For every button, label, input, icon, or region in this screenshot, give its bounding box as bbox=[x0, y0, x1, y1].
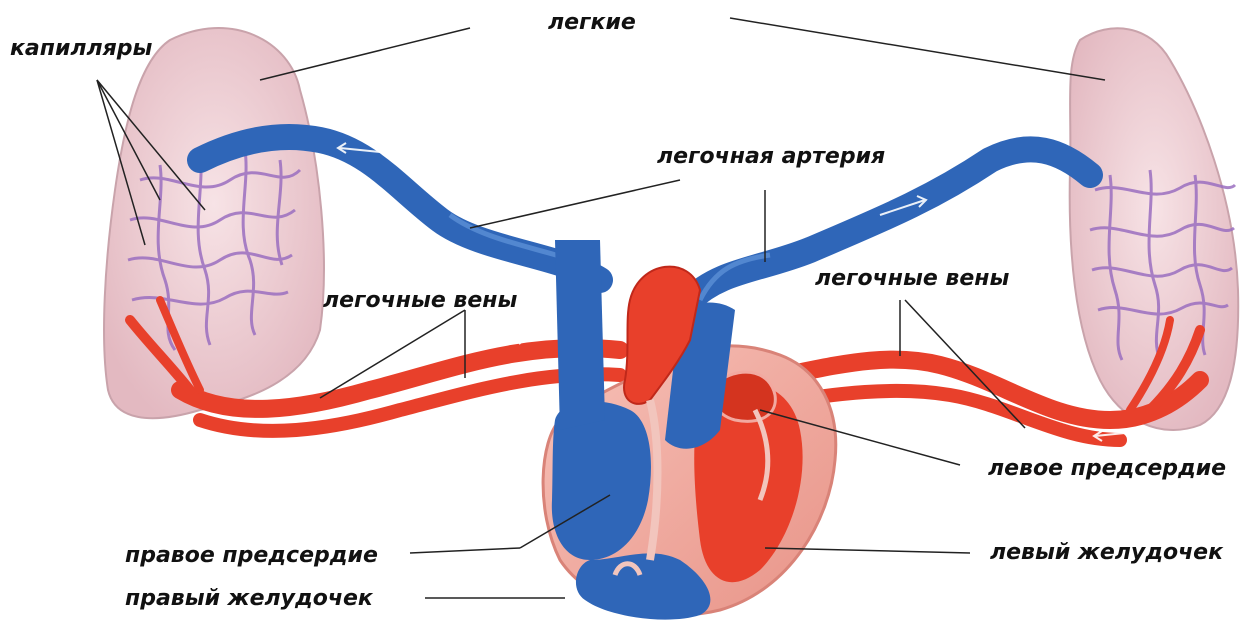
label-pulmonary-veins-left: легочные вены bbox=[323, 290, 517, 312]
label-left-ventricle: левый желудочек bbox=[990, 542, 1223, 564]
label-left-atrium: левое предсердие bbox=[988, 458, 1226, 480]
label-capillaries: капилляры bbox=[10, 38, 152, 60]
label-pulmonary-veins-right: легочные вены bbox=[815, 268, 1009, 290]
vena-cava bbox=[555, 240, 605, 430]
label-right-ventricle: правый желудочек bbox=[125, 588, 373, 610]
label-right-atrium: правое предсердие bbox=[125, 545, 378, 567]
heart bbox=[543, 240, 836, 620]
label-pulmonary-artery: легочная артерия bbox=[657, 146, 885, 168]
label-lungs: легкие bbox=[548, 12, 636, 34]
